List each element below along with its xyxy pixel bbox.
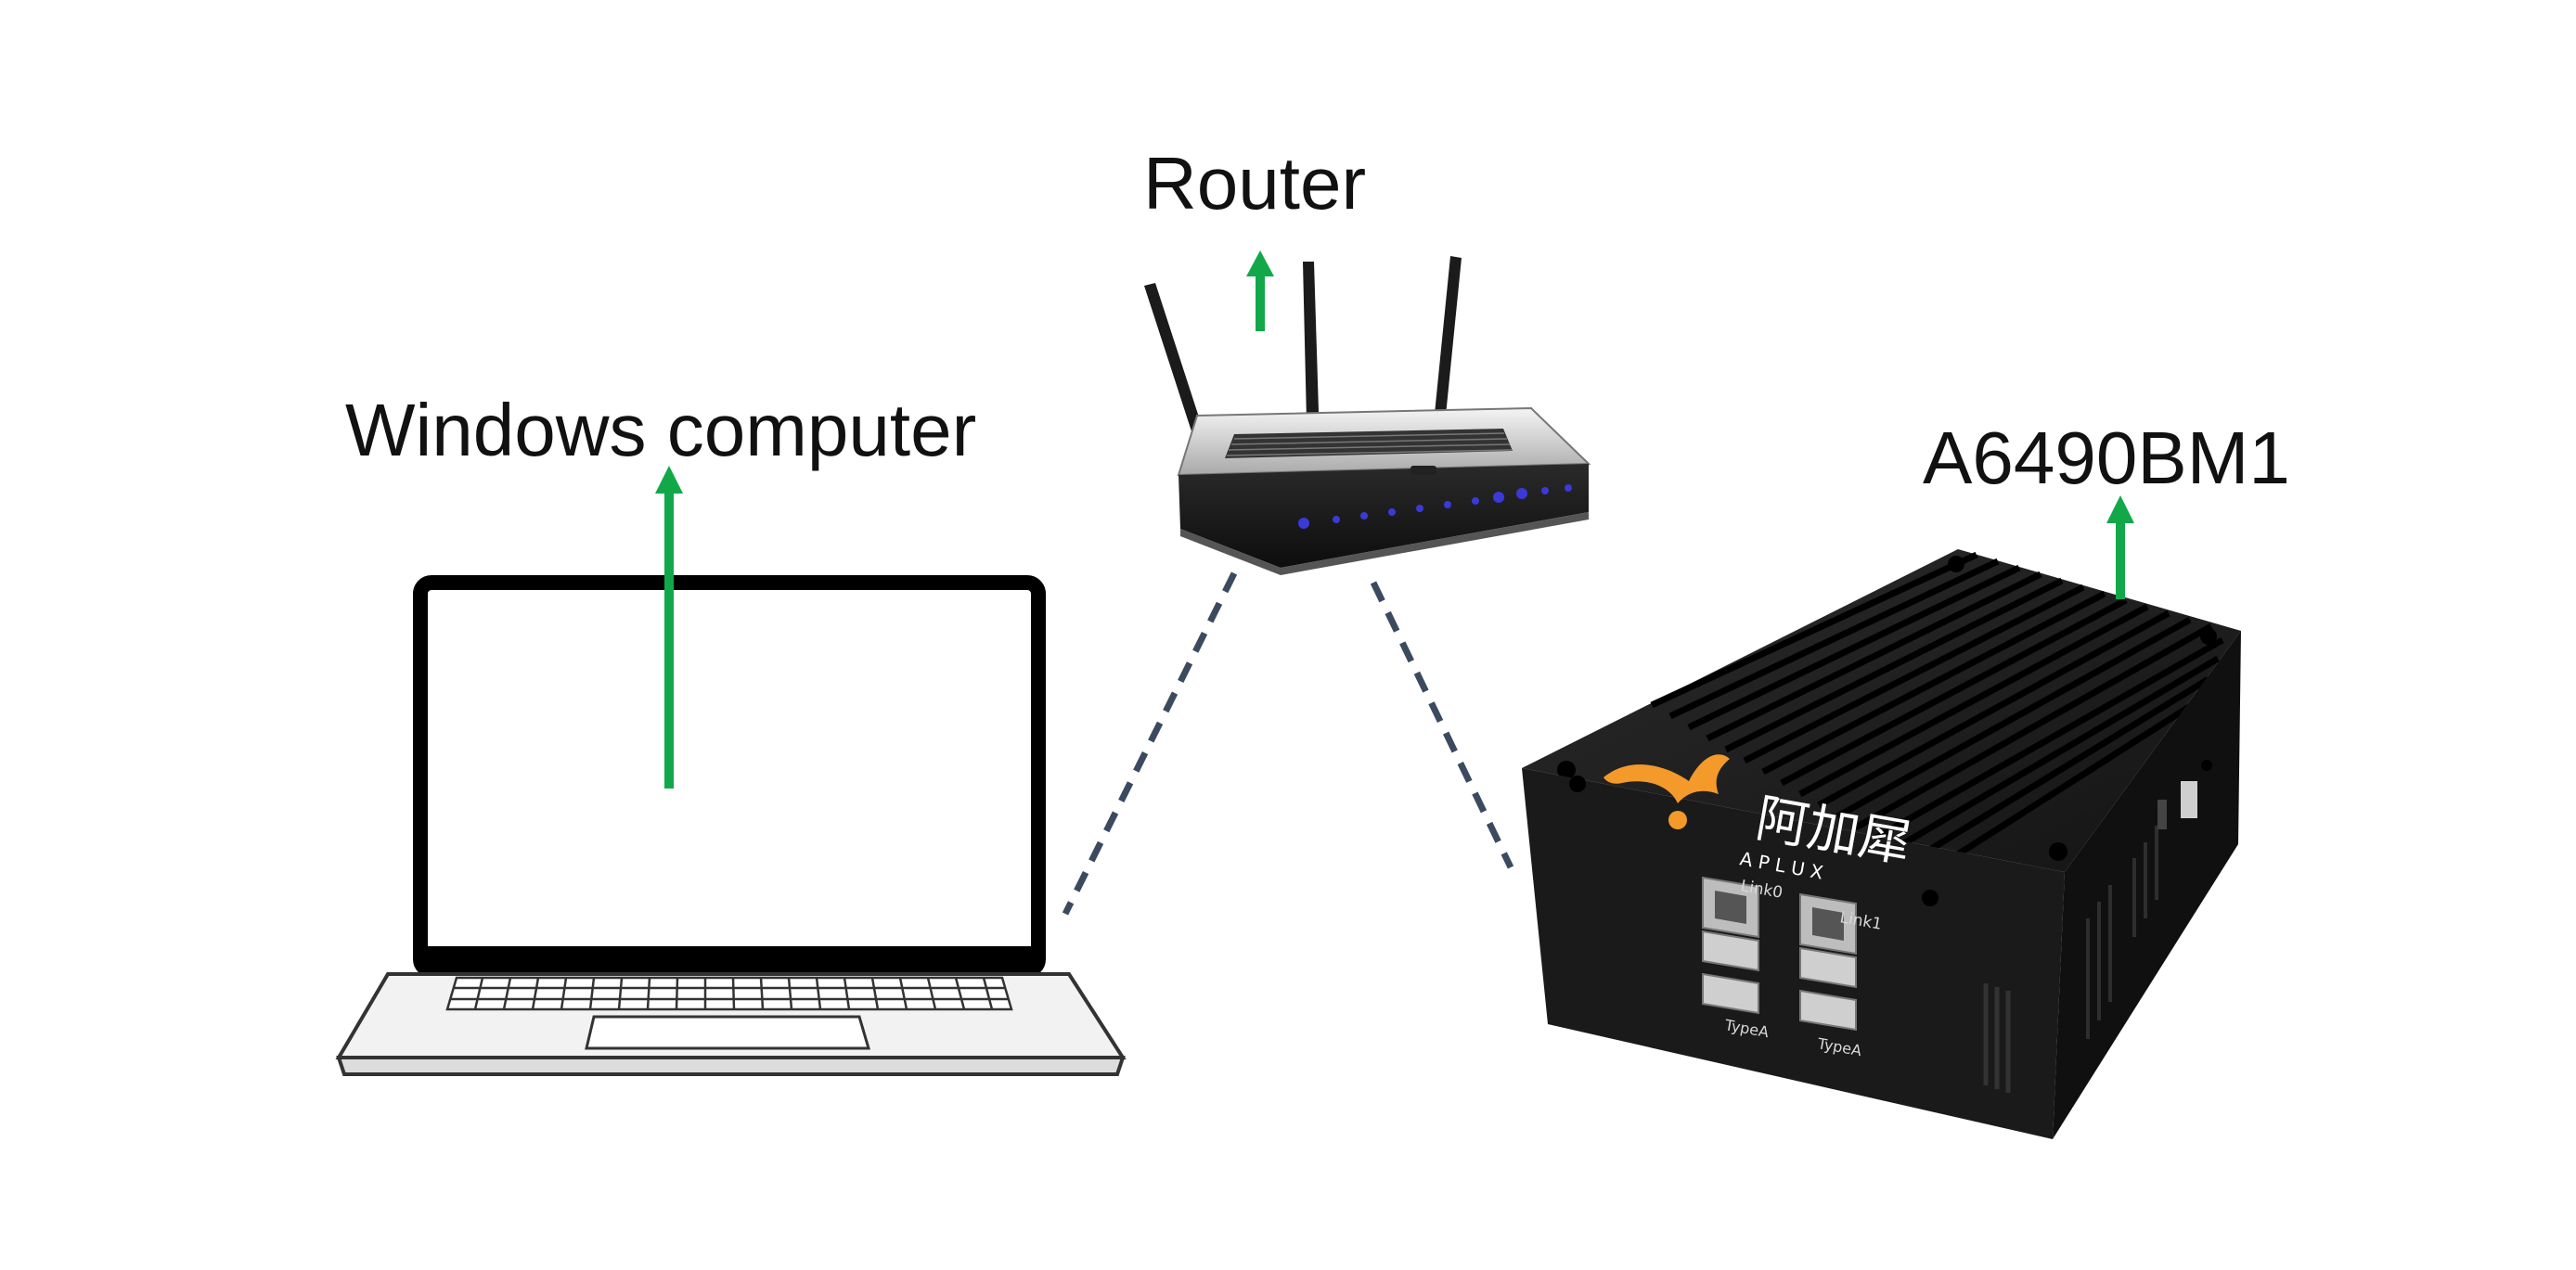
router-label: Router [1143,142,1367,224]
laptop-icon [335,575,1127,1076]
arrow-router [1246,250,1274,331]
device-box-icon: 阿加犀 A P L U X Link0 TypeA Link1 TypeA [1522,549,2241,1139]
router-icon [1144,256,1591,575]
port-block-left: Link0 TypeA [1702,876,1784,1041]
keyboard [445,976,1013,1011]
device-label: A6490BM1 [1923,417,2290,499]
link-laptop-router [1062,571,1238,916]
heatsink-fins [1650,551,2224,875]
link-router-device [1370,581,1514,869]
router-leds [1298,484,1572,529]
trackpad [585,1015,871,1050]
aplux-logo-icon [1604,754,1730,829]
arrow-device [2106,495,2134,599]
windows-computer-label: Windows computer [345,389,977,471]
arrow-windows-computer [655,466,683,789]
